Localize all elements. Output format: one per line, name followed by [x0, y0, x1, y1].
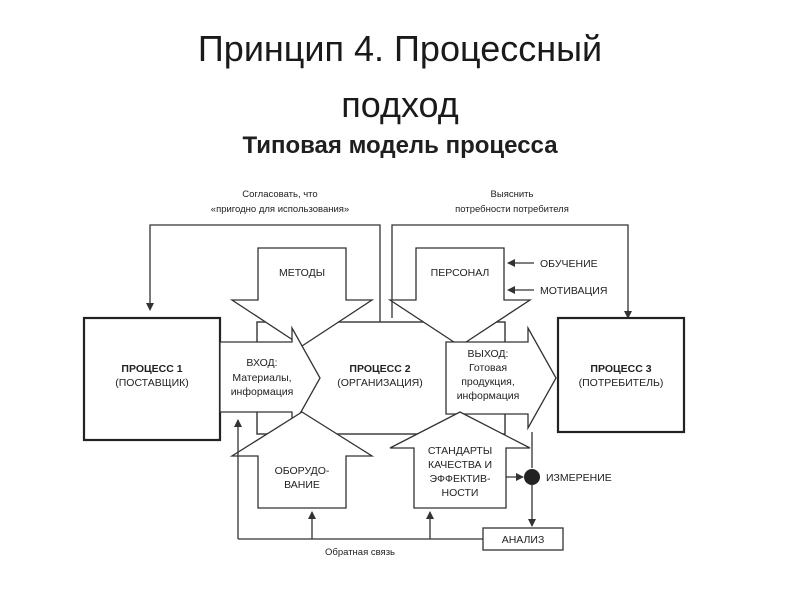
output-line4: информация	[457, 390, 520, 402]
analysis-label: АНАЛИЗ	[502, 534, 545, 546]
motivation-label: МОТИВАЦИЯ	[540, 285, 607, 297]
find-out-note-line2: потребности потребителя	[455, 204, 569, 215]
process2-title: ПРОЦЕСС 2	[349, 363, 410, 375]
agree-arrow	[146, 224, 381, 322]
training-label: ОБУЧЕНИЕ	[540, 258, 598, 270]
methods-arrow	[229, 247, 375, 347]
process3-subtitle: (ПОТРЕБИТЕЛЬ)	[579, 377, 664, 389]
page-title: Принцип 4. Процессный	[197, 28, 603, 69]
find-out-note-line1: Выяснить	[491, 189, 534, 200]
measurement-node	[524, 469, 540, 485]
find-out-arrow	[391, 224, 632, 319]
personnel-label: ПЕРСОНАЛ	[431, 267, 490, 279]
process1-box	[82, 316, 222, 442]
output-line2: Готовая	[469, 362, 507, 374]
input-line2: Материалы,	[232, 372, 291, 384]
feedback-label: Обратная связь	[325, 547, 395, 558]
output-line1: ВЫХОД:	[468, 348, 509, 360]
equipment-line2: ВАНИЕ	[284, 479, 320, 491]
methods-label: МЕТОДЫ	[279, 267, 325, 279]
feedback-loop	[234, 419, 483, 540]
page-title-continued: подход	[341, 84, 459, 125]
output-line3: продукция,	[461, 376, 515, 388]
agree-note-line1: Согласовать, что	[242, 189, 317, 200]
standards-line4: НОСТИ	[442, 487, 479, 499]
measurement-label: ИЗМЕРЕНИЕ	[546, 472, 612, 484]
standards-line3: ЭФФЕКТИВ-	[429, 473, 491, 485]
equipment-line1: ОБОРУДО-	[275, 465, 330, 477]
standards-arrow	[389, 411, 531, 509]
process3-box	[556, 316, 686, 434]
equipment-arrow	[229, 411, 375, 509]
diagram-subtitle: Типовая модель процесса	[242, 132, 558, 159]
input-line1: ВХОД:	[246, 357, 277, 369]
process3-title: ПРОЦЕСС 3	[590, 363, 651, 375]
personnel-arrow	[387, 247, 533, 347]
agree-note-line2: «пригодно для использования»	[211, 204, 349, 215]
input-line3: информация	[231, 386, 294, 398]
standards-line1: СТАНДАРТЫ	[428, 445, 492, 457]
input-arrow	[219, 325, 321, 431]
process1-subtitle: (ПОСТАВЩИК)	[115, 377, 189, 389]
process1-title: ПРОЦЕСС 1	[121, 363, 182, 375]
process2-subtitle: (ОРГАНИЗАЦИЯ)	[337, 377, 423, 389]
standards-line2: КАЧЕСТВА И	[428, 459, 492, 471]
